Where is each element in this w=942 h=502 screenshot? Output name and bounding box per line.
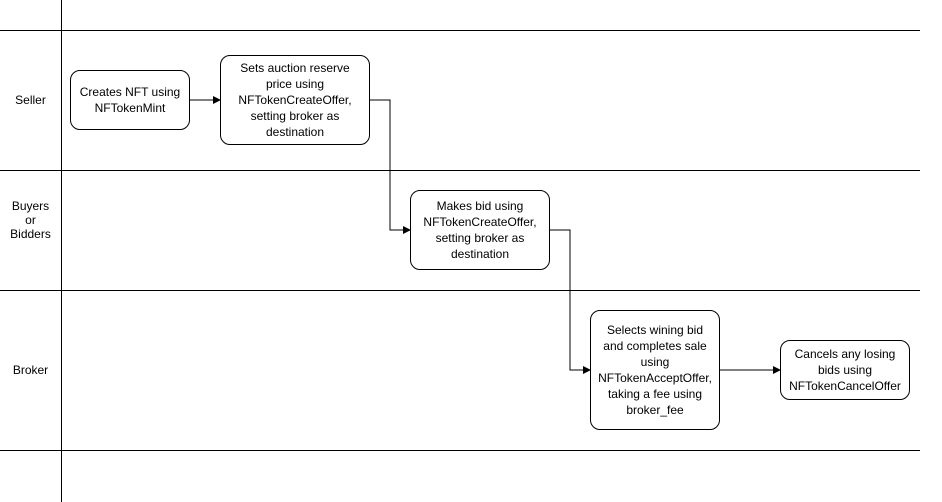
- lane-label-buyers: Buyers or Bidders: [10, 199, 51, 241]
- lane-label-seller: Seller: [15, 93, 46, 107]
- lane-divider-bottom: [0, 450, 920, 451]
- lane-divider-seller-buyers: [0, 170, 920, 171]
- lane-label-broker: Broker: [12, 363, 49, 377]
- node-select-winner: Selects wining bid and completes sale us…: [590, 310, 720, 430]
- node-cancel-losing: Cancels any losing bids using NFTokenCan…: [780, 340, 910, 400]
- node-make-bid: Makes bid using NFTokenCreateOffer, sett…: [410, 190, 550, 270]
- arrow-bid-to-select: [550, 229, 591, 374]
- arrow-reserve-to-bid: [370, 99, 411, 234]
- lane-divider-top: [0, 30, 920, 31]
- lane-divider-buyers-broker: [0, 290, 920, 291]
- node-set-reserve: Sets auction reserve price using NFToken…: [220, 55, 370, 145]
- node-create-nft: Creates NFT using NFTokenMint: [70, 70, 190, 130]
- lane-label-column-divider: [61, 0, 62, 502]
